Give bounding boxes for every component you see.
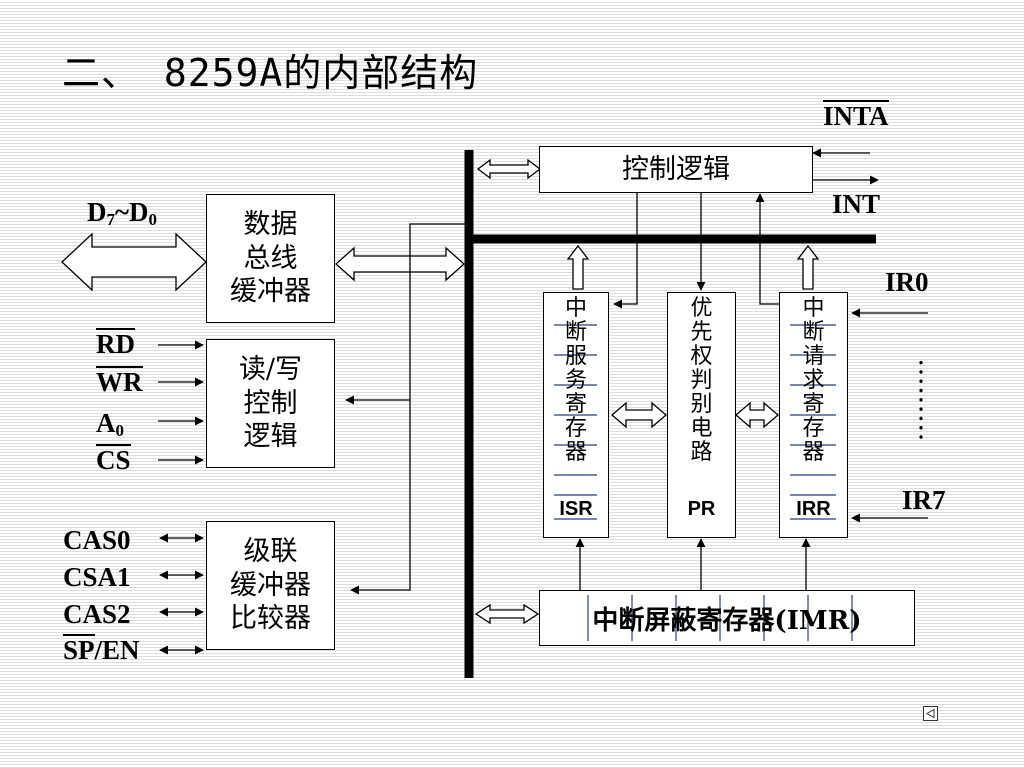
a0-sub: 0	[115, 421, 125, 440]
rd-signal: RD	[96, 328, 135, 358]
isr-cell-dividers	[554, 324, 597, 520]
irr-char-4: 求	[802, 368, 825, 393]
buffer-bus-double-arrow	[335, 246, 465, 282]
isr-block: 中 断 服 务 寄 存 器 ISR	[543, 292, 609, 538]
data-sub7: 7	[106, 210, 116, 229]
ir-continuation-dots	[916, 358, 926, 442]
data-sub0: 0	[148, 210, 158, 229]
isr-char-3: 服	[564, 344, 587, 369]
pr-char-4: 判	[690, 368, 713, 393]
pr-block: 优 先 权 判 别 电 路 PR	[667, 292, 736, 538]
irr-up-arrow	[796, 244, 820, 290]
rd-label: RD	[96, 328, 135, 359]
data-bus-buffer-block: 数据 总线 缓冲器	[206, 194, 335, 323]
inta-signal: INTA	[823, 100, 889, 130]
pr-char-6: 电	[690, 416, 713, 441]
imr-bus-double-arrow	[474, 603, 540, 625]
isr-char-2: 断	[564, 320, 587, 345]
a0-signal: A0	[96, 408, 125, 440]
irr-char-3: 请	[802, 344, 825, 369]
a0-label: A	[96, 408, 116, 438]
control-logic-block: 控制逻辑	[539, 146, 813, 193]
en-label: /EN	[94, 635, 140, 665]
bus-to-cascade-wire	[350, 223, 469, 595]
irr-cell-dividers	[790, 324, 836, 520]
csa1-label: CSA1	[63, 562, 131, 592]
rw-control-line-2: 控制	[243, 387, 298, 419]
imr-cell-dividers	[587, 595, 853, 641]
data-tilde-label: ~D	[115, 197, 149, 227]
data-bus-buffer-line-3: 缓冲器	[230, 276, 311, 308]
page-title: 二、 8259A的内部结构	[62, 51, 479, 95]
irr-char-5: 寄	[802, 392, 825, 417]
cascade-buffer-block: 级联 缓冲器 比较器	[206, 521, 335, 650]
isr-up-arrow	[566, 244, 590, 290]
control-logic-label: 控制逻辑	[622, 153, 730, 185]
int-signal: INT	[832, 189, 881, 219]
ir7-label: IR7	[902, 485, 946, 515]
pr-char-1: 优	[690, 296, 713, 321]
sp-label: SP	[63, 634, 95, 665]
cascade-line-3: 比较器	[230, 603, 311, 635]
imr-label: 中断屏蔽寄存器(IMR)	[592, 605, 862, 636]
cas0-label: CAS0	[63, 525, 131, 555]
data-bus-buffer-line-2: 总线	[243, 242, 298, 274]
pr-char-3: 权	[690, 344, 713, 369]
cs-label: CS	[96, 444, 131, 475]
isr-pr-double-arrow	[611, 401, 667, 429]
isr-char-5: 寄	[564, 392, 587, 417]
cas2-label: CAS2	[63, 599, 131, 629]
irr-char-6: 存	[802, 416, 825, 441]
pr-irr-double-arrow	[735, 401, 779, 429]
control-bus-double-arrow	[476, 158, 542, 180]
cascade-line-1: 级联	[243, 535, 298, 567]
pr-char-2: 先	[690, 320, 713, 345]
rw-control-block: 读/写 控制 逻辑	[206, 339, 335, 468]
pr-label: PR	[687, 498, 716, 520]
triangle-left-icon[interactable]	[923, 706, 938, 721]
inta-label: INTA	[823, 100, 889, 131]
rw-control-line-3: 逻辑	[243, 421, 298, 453]
rw-control-line-1: 读/写	[238, 353, 303, 385]
irr-label: IRR	[796, 498, 831, 520]
wr-label: WR	[96, 366, 143, 397]
ir0-label: IR0	[885, 267, 929, 297]
irr-block: 中 断 请 求 寄 存 器 IRR	[779, 292, 848, 538]
control-to-isr-wire	[613, 192, 638, 309]
isr-char-7: 器	[564, 440, 587, 465]
irr-char-2: 断	[802, 320, 825, 345]
pr-char-7: 路	[690, 440, 713, 465]
cascade-line-2: 缓冲器	[230, 569, 311, 601]
isr-char-1: 中	[564, 296, 587, 321]
data-signal: D7~D0	[87, 197, 158, 229]
imr-block: 中断屏蔽寄存器(IMR)	[539, 590, 915, 646]
cs-signal: CS	[96, 444, 131, 474]
isr-label: ISR	[559, 498, 593, 520]
data-bus-buffer-line-1: 数据	[243, 208, 298, 240]
data-d-label: D	[87, 197, 107, 227]
sp-en-signal: SP/EN	[63, 634, 140, 664]
wr-signal: WR	[96, 366, 143, 396]
irr-char-1: 中	[802, 296, 825, 321]
irr-char-7: 器	[802, 440, 825, 465]
isr-char-6: 存	[564, 416, 587, 441]
data-bus-double-arrow	[61, 232, 207, 292]
irr-to-control-wire	[755, 193, 779, 305]
pr-char-5: 别	[690, 392, 713, 417]
triangle-left-glyph	[925, 708, 935, 719]
isr-char-4: 务	[564, 368, 587, 393]
